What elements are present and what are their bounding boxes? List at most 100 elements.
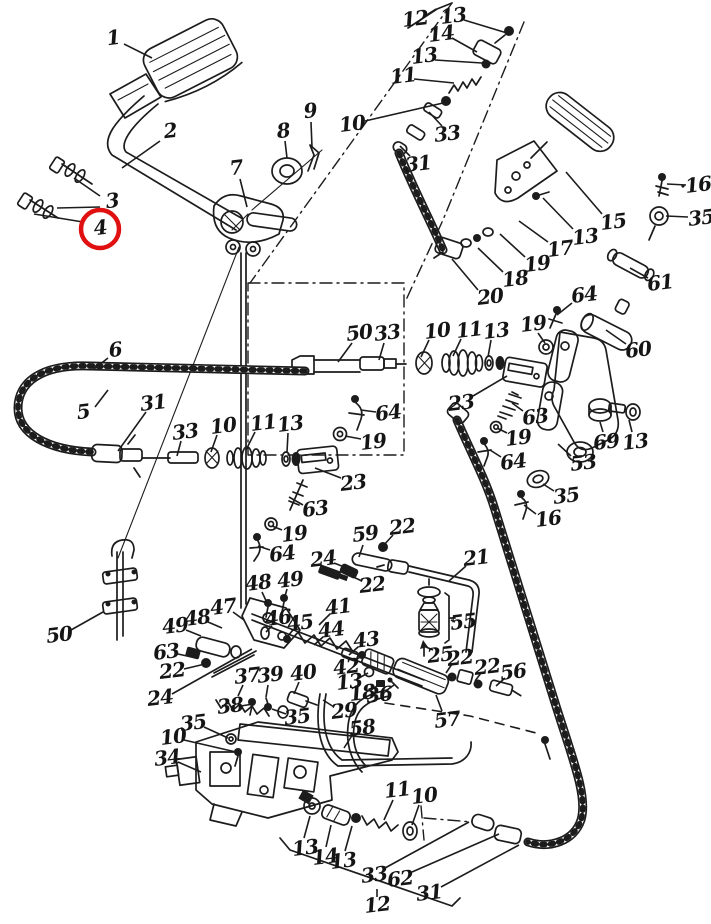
leader-line — [271, 708, 287, 715]
leader-line — [371, 683, 382, 690]
construction-dash — [384, 702, 541, 735]
leader-line — [511, 402, 524, 412]
spring-assembly — [215, 690, 318, 767]
leader-line — [337, 342, 353, 363]
pin-64-b — [477, 437, 492, 467]
leader-line — [518, 220, 549, 243]
cable-line — [117, 246, 240, 559]
leader-line — [378, 342, 385, 361]
pivot-bracket — [212, 149, 323, 257]
leader-line — [257, 545, 271, 551]
pin-64-upper — [548, 306, 563, 329]
leader-line — [413, 78, 455, 84]
leader-line — [411, 804, 420, 826]
cable-upper — [394, 148, 448, 255]
leader-line — [665, 215, 689, 218]
leader-line — [542, 197, 574, 230]
leader-line — [445, 663, 453, 674]
leader-line — [599, 421, 604, 433]
leader-line — [325, 824, 332, 848]
leader-line — [399, 145, 411, 157]
push-rod — [240, 252, 247, 609]
leader-line — [448, 565, 467, 582]
leader-line — [364, 102, 444, 122]
leader-line — [313, 636, 324, 646]
leader-line — [474, 672, 482, 682]
leader-line — [523, 504, 537, 515]
leader-line — [344, 825, 353, 852]
leader-line — [565, 171, 603, 215]
leader-line — [284, 140, 288, 159]
leader-line — [424, 8, 437, 17]
leader-line — [283, 588, 288, 601]
pedal-arm — [106, 73, 244, 231]
leader-line — [451, 258, 479, 291]
leader-line — [123, 43, 153, 59]
leader-line — [434, 59, 483, 64]
leader-line — [56, 206, 101, 209]
leader-line — [353, 655, 363, 662]
leader-line — [265, 684, 269, 698]
leader-line — [472, 375, 508, 397]
leader-line — [556, 302, 573, 316]
leader-line — [239, 178, 248, 208]
linkage-cluster — [185, 542, 425, 687]
leader-line — [177, 653, 197, 659]
leader-line — [171, 648, 253, 695]
pedal-pad — [142, 18, 243, 103]
leader-line — [451, 37, 478, 53]
leader-line — [425, 646, 434, 651]
leader-line — [322, 699, 335, 708]
pipe-29 — [317, 693, 472, 767]
washer-19-b — [489, 420, 503, 434]
leader-line — [557, 443, 572, 457]
washer-19-a — [538, 339, 554, 355]
pin-16-lower — [514, 490, 529, 520]
leader-line — [333, 562, 353, 571]
leader-line — [358, 672, 369, 679]
leader-line — [452, 338, 462, 357]
pipe-21 — [376, 559, 480, 653]
leader-line — [73, 177, 101, 197]
leader-line — [542, 483, 555, 492]
leader-line — [177, 761, 202, 773]
leader-line — [265, 625, 273, 633]
cable-long-right — [446, 401, 588, 849]
clamp-50 — [101, 538, 139, 641]
pin-64-mid — [332, 395, 365, 442]
leader-line — [629, 267, 649, 279]
leader-line — [271, 525, 283, 531]
cable-loop — [13, 361, 310, 478]
cotter-pin-9 — [307, 144, 320, 172]
leader-line — [314, 467, 342, 479]
leader-line — [358, 544, 364, 558]
leader-line — [121, 140, 161, 169]
hand-lever — [494, 91, 615, 203]
leader-line — [450, 619, 456, 623]
leader-line — [420, 339, 430, 358]
highlight-circle-part-4 — [78, 207, 122, 251]
leader-line — [240, 703, 254, 707]
leader-line — [185, 629, 202, 637]
nut-13-right — [625, 403, 641, 421]
leader-line — [499, 233, 526, 258]
leader-line — [232, 611, 245, 621]
clevis-20 — [433, 227, 494, 260]
leader-line — [487, 339, 492, 358]
leader-line — [463, 19, 508, 34]
turnbuckle-61 — [606, 248, 655, 282]
leader-line — [117, 411, 147, 452]
leader-line — [33, 213, 84, 223]
leader-line — [344, 435, 362, 440]
leader-line — [70, 611, 104, 631]
leader-line — [245, 431, 256, 451]
leader-line — [489, 449, 502, 458]
leader-line — [384, 821, 470, 869]
leader-line — [411, 833, 500, 873]
leader-line — [348, 646, 359, 656]
leader-line — [343, 733, 354, 749]
leader-line — [318, 613, 331, 626]
leader-line — [94, 389, 109, 408]
